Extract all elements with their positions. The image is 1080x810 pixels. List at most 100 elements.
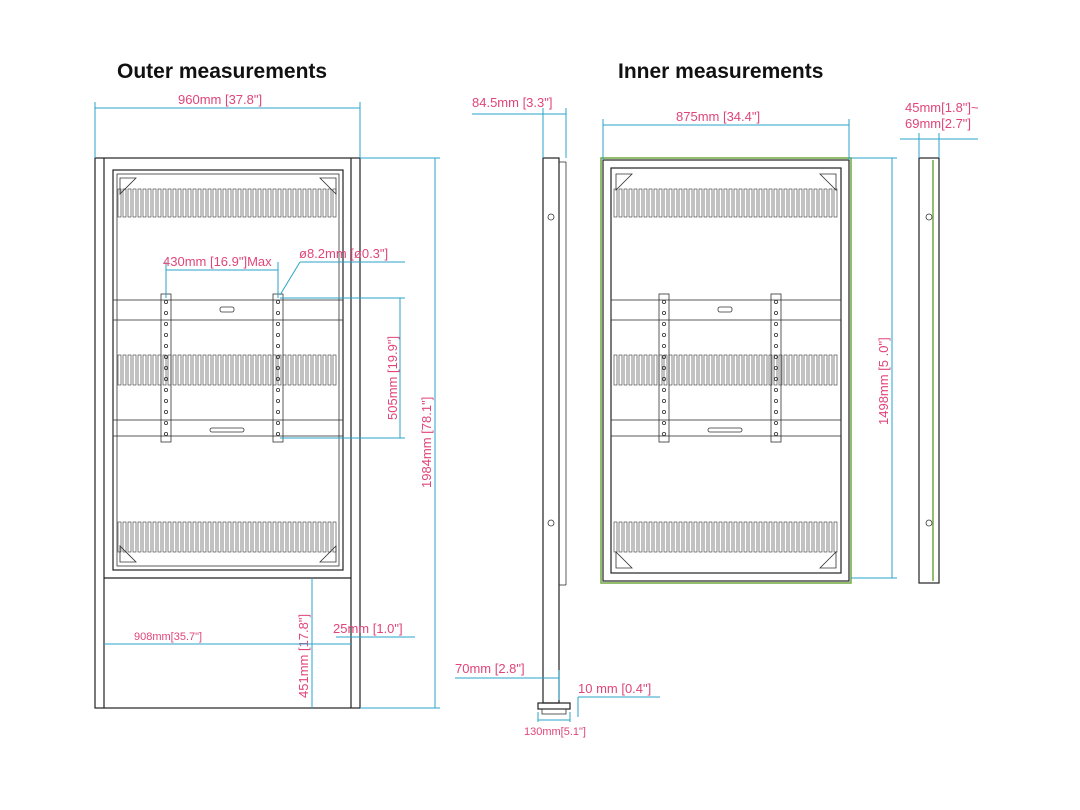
vent-slot — [688, 354, 693, 386]
bracket-hole — [163, 343, 168, 348]
vent-slot — [738, 188, 743, 218]
vent-slot — [167, 188, 172, 218]
vent-slot — [823, 354, 828, 386]
vent-slot — [327, 521, 332, 553]
foot-width-label: 908mm[35.7"] — [134, 631, 202, 643]
vent-slot — [162, 188, 167, 218]
vent-slot — [763, 188, 768, 218]
vent-slot — [688, 521, 693, 553]
vent-slot — [332, 354, 337, 386]
vent-slot — [703, 188, 708, 218]
vent-slot — [162, 521, 167, 553]
vent-slot — [117, 188, 122, 218]
vent-slot — [257, 354, 262, 386]
vent-slot — [332, 188, 337, 218]
vent-slot — [778, 521, 783, 553]
vent-slot — [653, 354, 658, 386]
vent-slot — [783, 521, 788, 553]
vent-slot — [212, 354, 217, 386]
vent-slot — [297, 521, 302, 553]
vent-slot — [287, 354, 292, 386]
foot-height-label: 451mm [17.8"] — [296, 614, 311, 698]
inner-height-label: 1498mm [5 .0"] — [876, 337, 891, 425]
vent-slot — [728, 188, 733, 218]
vent-slot — [232, 354, 237, 386]
bracket-hole — [163, 332, 168, 337]
vent-slot — [117, 521, 122, 553]
vent-slot — [673, 354, 678, 386]
vent-slot — [668, 354, 673, 386]
vent-slot — [778, 188, 783, 218]
vent-slot — [643, 354, 648, 386]
vent-slot — [142, 188, 147, 218]
vent-slot — [648, 521, 653, 553]
bracket-hole — [275, 365, 280, 370]
vent-slot — [252, 354, 257, 386]
bracket-hole — [774, 387, 779, 392]
vent-slot — [673, 188, 678, 218]
bracket-hole — [662, 398, 667, 403]
vent-slot — [678, 521, 683, 553]
vent-slot — [673, 521, 678, 553]
vent-slot — [833, 354, 838, 386]
vent-slot — [698, 521, 703, 553]
vent-slot — [317, 354, 322, 386]
vent-slot — [157, 188, 162, 218]
vent-slot — [828, 521, 833, 553]
vent-slot — [317, 521, 322, 553]
vent-slot — [813, 521, 818, 553]
vent-slot — [638, 188, 643, 218]
vent-slot — [723, 521, 728, 553]
inner-depth-min-label: 45mm[1.8"]~ — [905, 100, 979, 115]
vent-slot — [813, 188, 818, 218]
vent-slot — [122, 354, 127, 386]
vent-slot — [207, 354, 212, 386]
vent-slot — [292, 354, 297, 386]
vent-slot — [663, 188, 668, 218]
vent-slot — [192, 354, 197, 386]
vent-slot — [618, 354, 623, 386]
bracket-hole — [163, 376, 168, 381]
inner-width-label: 875mm [34.4"] — [676, 109, 760, 124]
vent-slot — [828, 354, 833, 386]
vent-slot — [678, 188, 683, 218]
vent-slot — [683, 188, 688, 218]
outer-width-label: 960mm [37.8"] — [178, 92, 262, 107]
vent-slot — [232, 521, 237, 553]
bracket-hole — [662, 409, 667, 414]
vent-slot — [157, 521, 162, 553]
vent-slot — [718, 354, 723, 386]
vent-slot — [818, 188, 823, 218]
vent-slot — [638, 521, 643, 553]
outer-depth-label: 84.5mm [3.3"] — [472, 95, 552, 110]
vent-slot — [658, 521, 663, 553]
vent-slot — [693, 188, 698, 218]
vent-slot — [137, 354, 142, 386]
vent-slot — [658, 188, 663, 218]
vent-slot — [252, 188, 257, 218]
foot-thickness-label: 10 mm [0.4"] — [578, 681, 651, 696]
vent-slot — [718, 521, 723, 553]
vent-slot — [127, 354, 132, 386]
vent-slot — [773, 521, 778, 553]
vent-slot — [808, 354, 813, 386]
vent-slot — [242, 521, 247, 553]
vent-slot — [778, 354, 783, 386]
inner-depth-max-label: 69mm[2.7"] — [905, 116, 971, 131]
vent-slot — [302, 521, 307, 553]
vent-slot — [668, 521, 673, 553]
vent-slot — [633, 521, 638, 553]
vent-slot — [628, 188, 633, 218]
vent-slot — [628, 354, 633, 386]
vent-slot — [693, 521, 698, 553]
bracket-hole — [275, 398, 280, 403]
vent-slot — [808, 188, 813, 218]
vent-slot — [242, 354, 247, 386]
bracket-hole — [163, 420, 168, 425]
vent-slot — [693, 354, 698, 386]
bracket-hole — [275, 376, 280, 381]
vent-slot — [307, 521, 312, 553]
vent-slot — [813, 354, 818, 386]
outer-screen-panel — [112, 169, 344, 571]
bracket-hole — [774, 420, 779, 425]
